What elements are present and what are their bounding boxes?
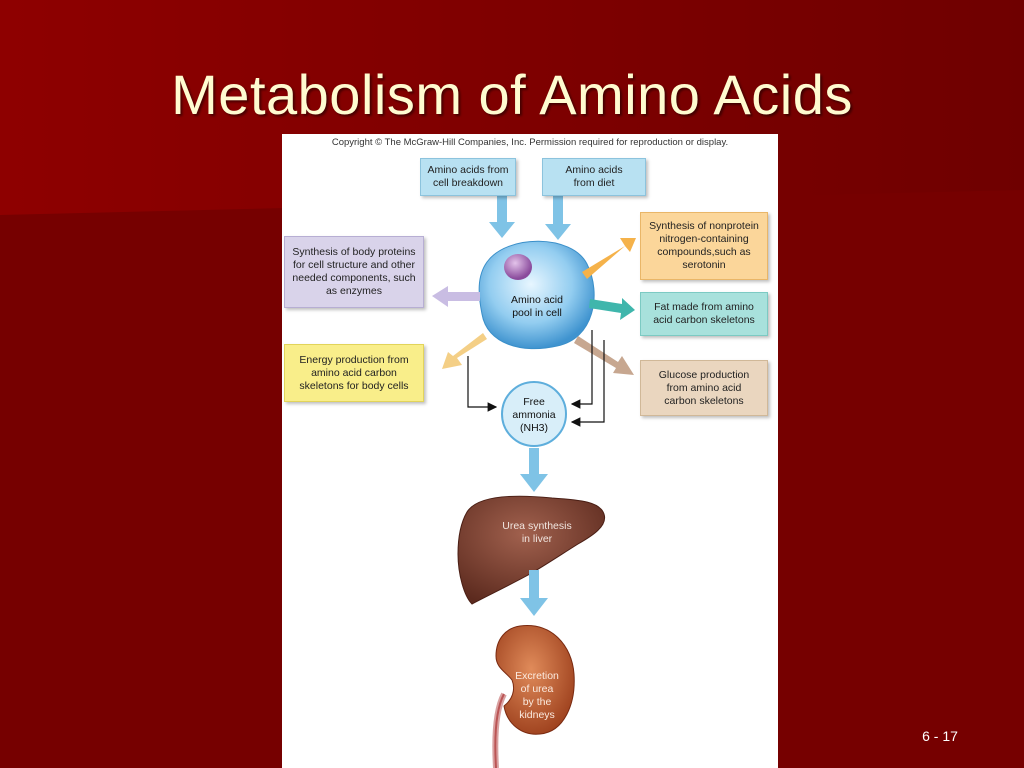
box-glucose-production: Glucose production from amino acid carbo…	[640, 360, 768, 416]
label-nonprotein: Synthesis of nonprotein nitrogen-contain…	[649, 220, 759, 271]
label-cell-breakdown: Amino acids from cell breakdown	[427, 164, 509, 189]
label-free-ammonia: Free ammonia (NH3)	[512, 396, 556, 434]
slide-number: 6 - 17	[922, 728, 958, 744]
ammonia-circle	[501, 381, 567, 447]
label-amino-acid-pool: Amino acid pool in cell	[511, 294, 563, 319]
liver-illustration	[457, 495, 606, 605]
copyright-notice: Copyright © The McGraw-Hill Companies, I…	[331, 137, 729, 148]
arrow-to-energy	[442, 333, 487, 369]
box-amino-acids-cell-breakdown: Amino acids from cell breakdown	[420, 158, 516, 196]
box-synthesis-body-proteins: Synthesis of body proteins for cell stru…	[284, 236, 424, 308]
label-fat: Fat made from amino acid carbon skeleton…	[653, 301, 755, 326]
diagram-arrows	[432, 194, 636, 768]
figure-panel: Copyright © The McGraw-Hill Companies, I…	[282, 134, 778, 768]
box-synthesis-nonprotein: Synthesis of nonprotein nitrogen-contain…	[640, 212, 768, 280]
amino-acid-pool-cell	[478, 240, 595, 350]
arrow-cell-breakdown	[489, 194, 515, 238]
label-glucose: Glucose production from amino acid carbo…	[658, 368, 750, 407]
arrow-to-body-proteins	[432, 286, 480, 307]
label-diet: Amino acids from diet	[565, 164, 623, 189]
slide-title: Metabolism of Amino Acids	[171, 63, 853, 126]
kidney-illustration	[492, 625, 575, 768]
arrow-to-kidney	[520, 570, 548, 616]
box-energy-production: Energy production from amino acid carbon…	[284, 344, 424, 402]
lines-to-ammonia	[467, 330, 605, 427]
label-excretion-urea: Excretion of urea by the kidneys	[515, 670, 559, 721]
arrow-to-liver	[520, 448, 548, 492]
label-energy: Energy production from amino acid carbon…	[299, 353, 409, 392]
box-fat-from-carbon-skeletons: Fat made from amino acid carbon skeleton…	[640, 292, 768, 336]
arrow-to-fat	[589, 298, 635, 320]
arrow-diet	[545, 194, 571, 240]
box-amino-acids-diet: Amino acids from diet	[542, 158, 646, 196]
arrow-to-nonprotein	[582, 238, 636, 279]
label-urea-synthesis: Urea synthesis in liver	[502, 520, 572, 545]
label-body-proteins: Synthesis of body proteins for cell stru…	[292, 246, 416, 297]
